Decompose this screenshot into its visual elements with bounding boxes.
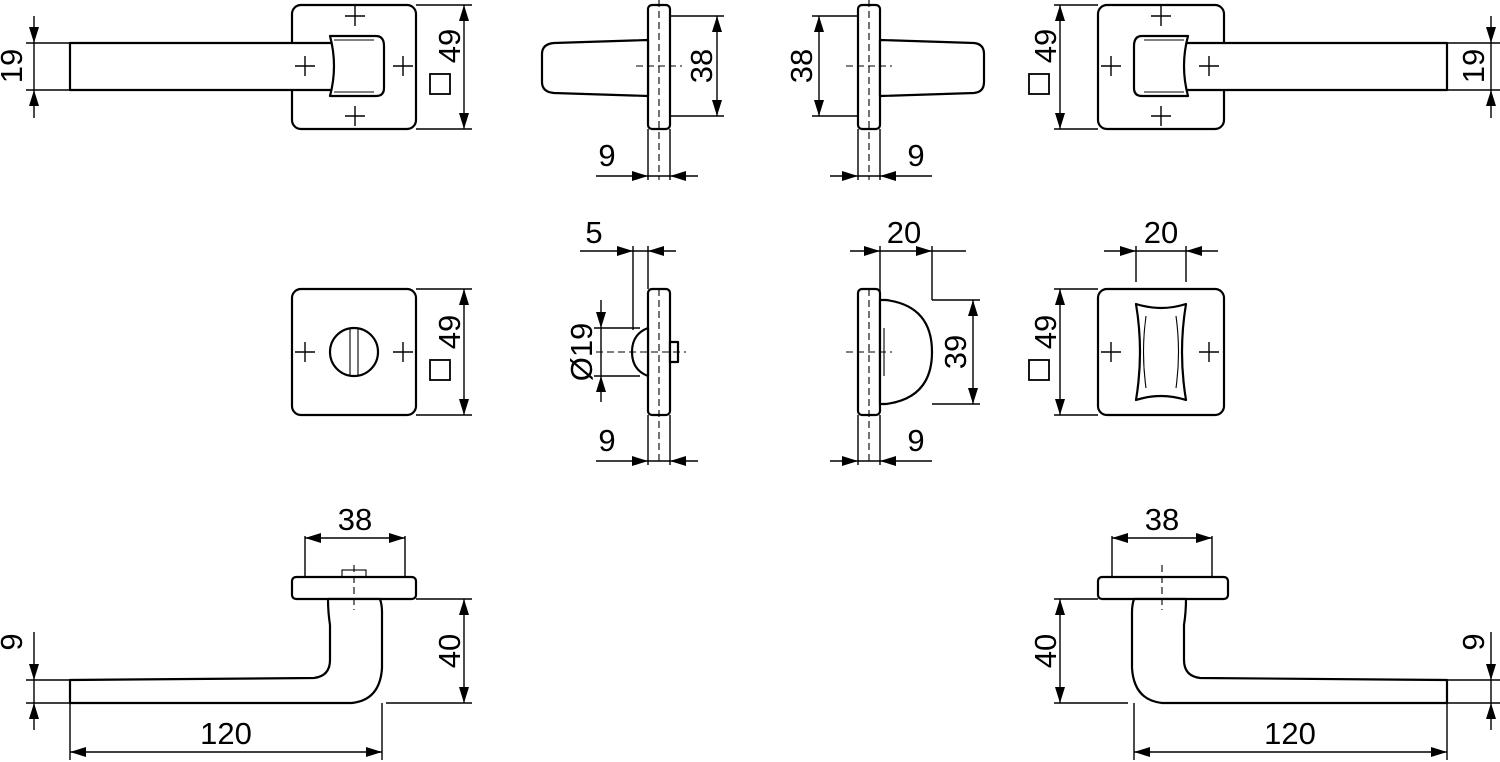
dim-projection-label: 40	[432, 634, 467, 668]
dim-rose-label: 49	[1028, 29, 1063, 63]
dim-rose-label: 49	[1028, 315, 1063, 349]
square-symbol	[429, 359, 451, 381]
dim-rose-height-label: 38	[684, 49, 719, 83]
dim-projection-label: 40	[1028, 634, 1063, 668]
dim-rose-height-label: 38	[784, 49, 819, 83]
dim-thickness-label: 9	[598, 423, 615, 458]
dim-rose-label: 49	[432, 29, 467, 63]
lever-front-left-view: 19 49	[0, 3, 472, 131]
dim-height-label: 19	[1456, 49, 1491, 83]
dim-offset-label: 5	[585, 215, 602, 250]
dim-height-label: 39	[938, 335, 973, 369]
dim-thickness-label: 9	[0, 633, 29, 650]
lever-top-right-view: 38 40 9 120	[1028, 502, 1500, 760]
lever-side-right-view: 38 9	[784, 0, 986, 181]
dim-height-label: 19	[0, 49, 29, 83]
square-symbol	[429, 73, 451, 95]
dim-thickness-label: 9	[907, 423, 924, 458]
lever-front-right-view: 19 49	[1028, 3, 1500, 131]
dim-length-label: 120	[1264, 716, 1316, 751]
wc-front-left-view: 49	[290, 287, 472, 417]
wc-front-right-view: 20 49	[1028, 215, 1226, 417]
wc-side-right-view: 20 39 9	[830, 215, 980, 466]
square-symbol	[1028, 73, 1050, 95]
dim-thickness-label: 9	[907, 138, 924, 173]
wc-side-left-view: 5 Ø19 9	[564, 215, 698, 466]
dim-rose-label: 38	[338, 502, 372, 537]
dim-length-label: 120	[200, 716, 252, 751]
dim-rose-label: 49	[432, 315, 467, 349]
lever-top-left-view: 38 40 9 120	[0, 502, 472, 760]
dim-width-label: 20	[1144, 215, 1178, 250]
dim-rose-label: 38	[1145, 502, 1179, 537]
dim-thickness-label: 9	[598, 138, 615, 173]
lever-side-left-view: 38 9	[540, 0, 724, 181]
dim-diameter-label: Ø19	[564, 323, 599, 382]
square-symbol	[1028, 359, 1050, 381]
dim-thickness-label: 9	[1456, 633, 1491, 650]
dim-width-label: 20	[887, 215, 921, 250]
